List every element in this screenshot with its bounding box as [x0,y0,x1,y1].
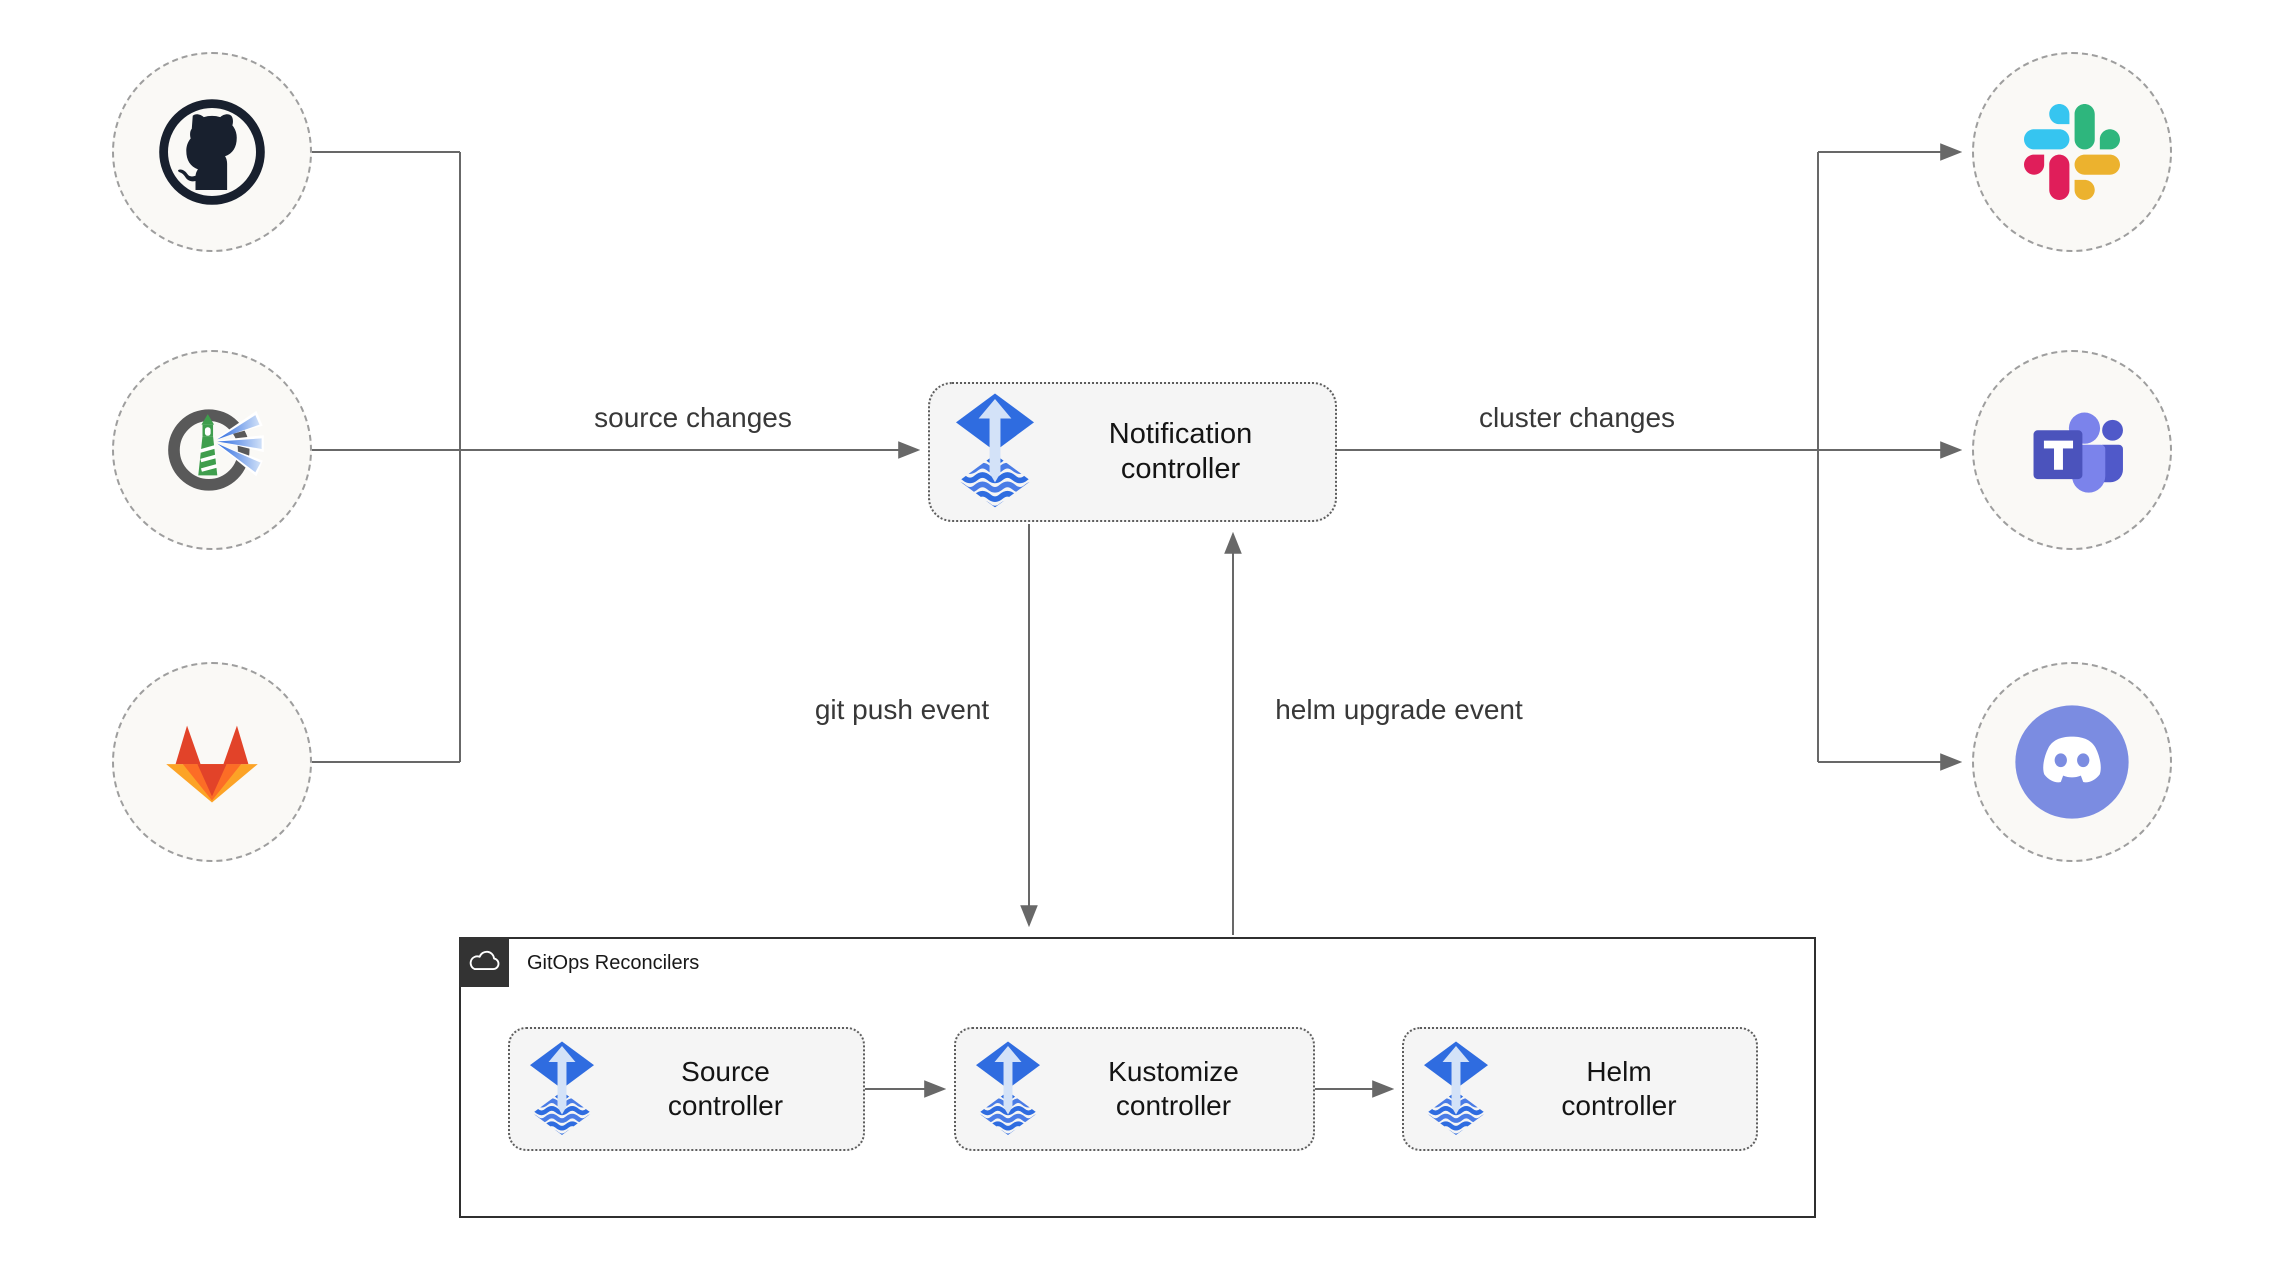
edge-label-cluster-changes: cluster changes [1478,402,1676,433]
flux-icon [956,393,1034,508]
notification-controller-box[interactable]: Notification controller [928,382,1337,522]
flux-icon [1424,1041,1488,1135]
discord-icon [2015,705,2129,819]
node-harbor[interactable] [112,350,312,550]
kustomize-controller-box[interactable]: Kustomize controller [954,1027,1315,1151]
gitlab-icon [166,725,258,803]
cloud-icon [469,950,500,971]
flux-icon [976,1041,1040,1135]
harbor-icon [168,409,264,491]
teams-icon [2033,412,2123,493]
container-title: GitOps Reconcilers [527,952,700,974]
edge-label-source-changes: source changes [594,402,792,433]
github-icon [159,99,265,205]
notification-controller-label: Notification controller [1108,417,1253,485]
flux-icon [530,1041,594,1135]
helm-controller-box[interactable]: Helm controller [1402,1027,1758,1151]
slack-icon [2024,104,2120,200]
container-badge [459,937,509,987]
source-controller-label: Source controller [667,1055,784,1121]
gitops-reconcilers-container: GitOps Reconcilers [459,937,1816,1218]
kustomize-controller-label: Kustomize controller [1108,1055,1239,1121]
node-slack[interactable] [1972,52,2172,252]
node-github[interactable] [112,52,312,252]
helm-controller-label: Helm controller [1561,1055,1677,1121]
node-teams[interactable] [1972,350,2172,550]
edge-label-helm-upgrade-event: helm upgrade event [1275,694,1523,725]
node-discord[interactable] [1972,662,2172,862]
node-gitlab[interactable] [112,662,312,862]
source-controller-box[interactable]: Source controller [508,1027,865,1151]
edge-label-git-push-event: git push event [814,694,990,725]
